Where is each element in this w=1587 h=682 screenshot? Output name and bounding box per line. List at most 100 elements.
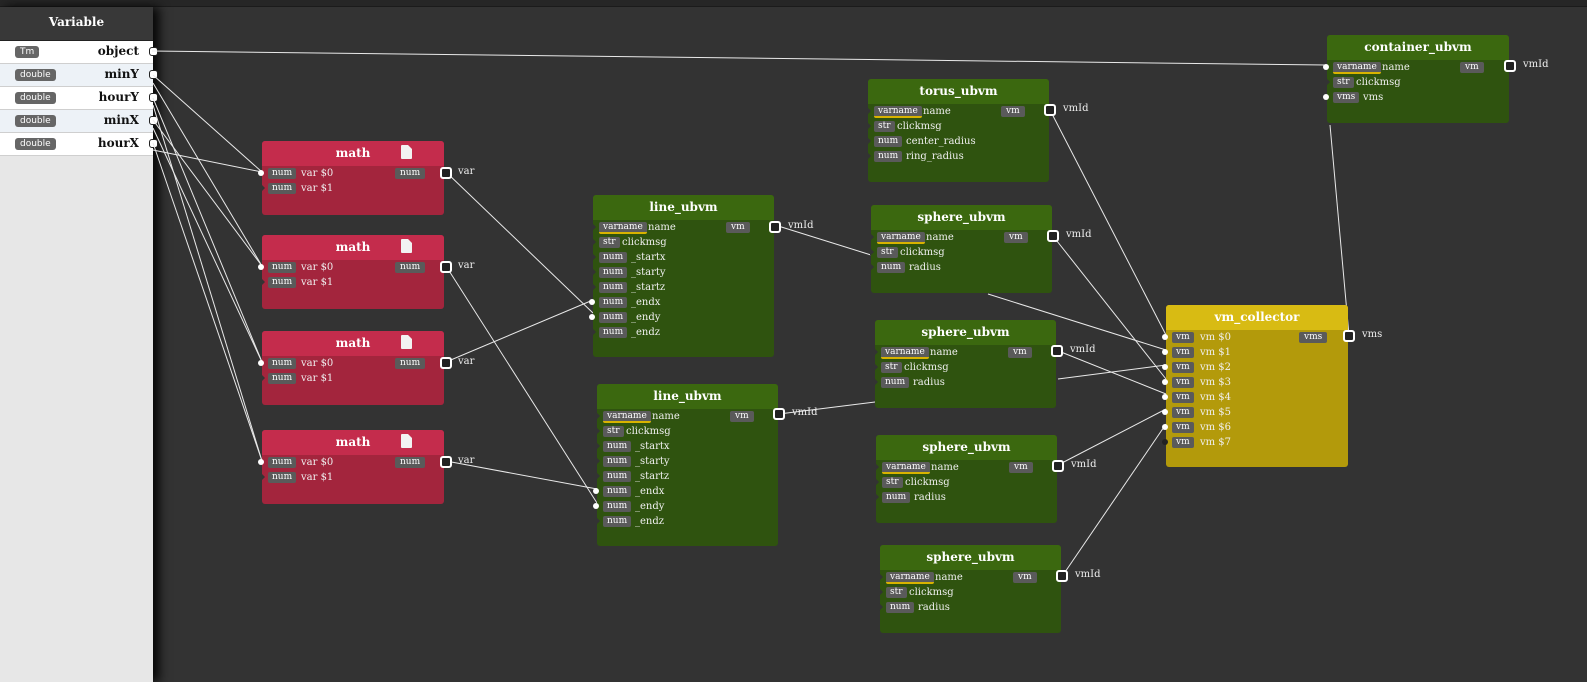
output-port[interactable]	[1052, 460, 1064, 472]
node-input-row[interactable]: num_startx	[592, 250, 774, 265]
variable-row-minx[interactable]: double minX	[0, 110, 158, 133]
output-port[interactable]	[1051, 345, 1063, 357]
node-input-row[interactable]: num_starty	[592, 265, 774, 280]
output-port[interactable]	[440, 167, 452, 179]
input-port[interactable]	[593, 488, 599, 494]
output-port[interactable]	[773, 408, 785, 420]
input-port[interactable]	[592, 253, 596, 261]
input-port[interactable]	[1323, 64, 1329, 70]
input-port[interactable]	[867, 152, 871, 160]
input-port[interactable]	[258, 170, 264, 176]
node-title-bar[interactable]: math	[262, 141, 444, 166]
node-title-bar[interactable]: sphere_ubvm	[876, 435, 1057, 460]
input-port[interactable]	[592, 328, 596, 336]
node-input-row[interactable]: num_endx	[593, 484, 778, 499]
input-port[interactable]	[874, 348, 878, 356]
node-title-bar[interactable]: vm_collector	[1166, 305, 1348, 330]
input-port[interactable]	[1162, 364, 1168, 370]
input-port[interactable]	[596, 472, 600, 480]
variable-row-object[interactable]: Tm object	[0, 41, 158, 64]
input-port[interactable]	[261, 278, 265, 286]
node-title-bar[interactable]: container_ubvm	[1327, 35, 1509, 60]
input-port[interactable]	[596, 517, 600, 525]
input-port[interactable]	[261, 374, 265, 382]
input-port[interactable]	[867, 122, 871, 130]
output-port[interactable]	[440, 261, 452, 273]
input-port[interactable]	[1162, 394, 1168, 400]
input-port[interactable]	[875, 493, 879, 501]
input-port[interactable]	[879, 573, 883, 581]
input-port[interactable]	[261, 473, 265, 481]
output-port[interactable]	[1504, 60, 1516, 72]
input-port[interactable]	[596, 412, 600, 420]
input-port[interactable]	[596, 427, 600, 435]
input-port[interactable]	[261, 184, 265, 192]
variable-output-port[interactable]	[149, 47, 158, 56]
input-port[interactable]	[875, 478, 879, 486]
node-title-bar[interactable]: math	[262, 331, 444, 356]
input-port[interactable]	[1323, 94, 1329, 100]
node-title-bar[interactable]: math	[262, 235, 444, 260]
input-port[interactable]	[1162, 349, 1168, 355]
output-port[interactable]	[769, 221, 781, 233]
variable-row-hourx[interactable]: double hourX	[0, 133, 158, 156]
node-title-bar[interactable]: torus_ubvm	[868, 79, 1049, 104]
input-port[interactable]	[870, 263, 874, 271]
input-port[interactable]	[867, 137, 871, 145]
input-port[interactable]	[874, 378, 878, 386]
input-port[interactable]	[1162, 409, 1168, 415]
input-port[interactable]	[596, 457, 600, 465]
input-port[interactable]	[592, 223, 596, 231]
document-icon[interactable]	[401, 145, 412, 159]
node-title-bar[interactable]: sphere_ubvm	[871, 205, 1052, 230]
input-port[interactable]	[879, 588, 883, 596]
node-title-bar[interactable]: line_ubvm	[597, 384, 778, 409]
input-port[interactable]	[258, 360, 264, 366]
variable-output-port[interactable]	[149, 70, 158, 79]
input-port[interactable]	[875, 463, 879, 471]
input-port[interactable]	[1162, 439, 1168, 445]
node-input-row[interactable]: num_endz	[596, 514, 778, 529]
document-icon[interactable]	[401, 335, 412, 349]
input-port[interactable]	[867, 107, 871, 115]
input-port[interactable]	[592, 238, 596, 246]
input-port[interactable]	[258, 264, 264, 270]
variable-row-houry[interactable]: double hourY	[0, 87, 158, 110]
input-port[interactable]	[870, 248, 874, 256]
output-port[interactable]	[1056, 570, 1068, 582]
document-icon[interactable]	[401, 239, 412, 253]
input-port[interactable]	[589, 314, 595, 320]
node-input-row[interactable]: num_endx	[589, 295, 774, 310]
